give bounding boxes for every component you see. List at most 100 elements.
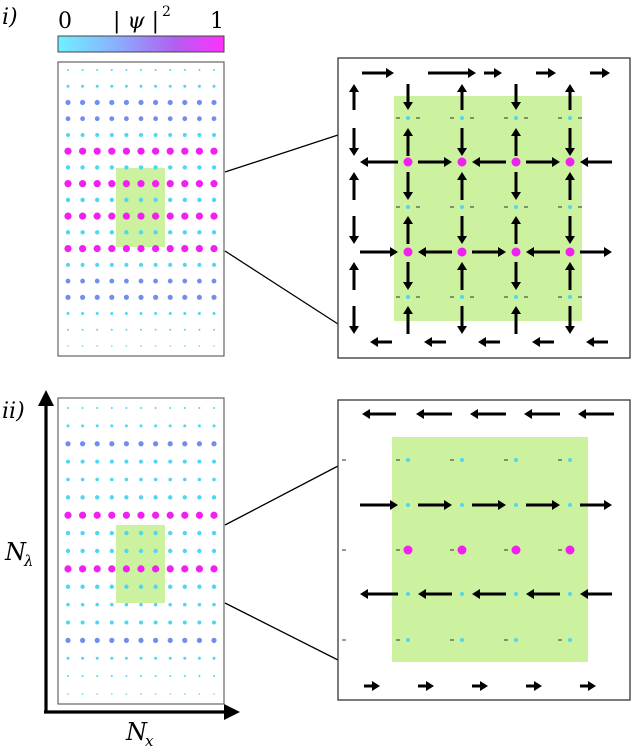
lattice-site bbox=[64, 244, 72, 253]
lattice-site bbox=[108, 565, 116, 573]
y-axis-label-subscript: λ bbox=[23, 552, 34, 570]
lattice-site bbox=[196, 294, 202, 300]
lattice-site bbox=[166, 180, 174, 188]
lattice-site bbox=[110, 328, 113, 331]
lattice-site bbox=[109, 530, 115, 536]
zoom-line-bottom-ii bbox=[224, 602, 339, 661]
colorbar-max-label: 1 bbox=[210, 9, 224, 34]
lattice-site bbox=[213, 328, 215, 331]
lattice-site bbox=[123, 637, 129, 643]
lattice-panel-i bbox=[57, 61, 225, 357]
current-arrowhead bbox=[457, 326, 467, 334]
lattice-site bbox=[80, 441, 86, 447]
lattice-site bbox=[110, 312, 114, 316]
lattice-site bbox=[94, 637, 100, 643]
lattice-site bbox=[139, 602, 143, 607]
current-arrowhead bbox=[524, 409, 532, 419]
lattice-site bbox=[64, 565, 72, 573]
current-arrowhead bbox=[444, 500, 452, 510]
lattice-site bbox=[137, 212, 145, 220]
zoom-site bbox=[406, 503, 410, 507]
zoom-site bbox=[460, 295, 464, 299]
current-arrowhead bbox=[403, 128, 413, 136]
zoom-site bbox=[514, 458, 518, 462]
lattice-site bbox=[108, 147, 116, 155]
lattice-site bbox=[94, 294, 100, 300]
lattice-site bbox=[81, 345, 84, 347]
zoom-site bbox=[565, 545, 575, 555]
lattice-site bbox=[80, 548, 85, 554]
lattice-site bbox=[195, 511, 203, 519]
highlight-region-i bbox=[116, 168, 165, 247]
lattice-dots-i bbox=[64, 69, 218, 347]
zoom-site bbox=[406, 638, 410, 642]
lattice-site bbox=[138, 99, 144, 106]
lattice-site bbox=[140, 328, 142, 331]
lattice-site bbox=[81, 675, 84, 678]
lattice-site bbox=[196, 637, 202, 643]
lattice-site bbox=[124, 530, 129, 536]
lattice-site bbox=[213, 69, 215, 71]
current-arrowhead bbox=[511, 216, 521, 224]
lattice-site bbox=[79, 565, 87, 573]
current-arrowhead bbox=[362, 409, 370, 419]
lattice-site bbox=[138, 116, 144, 122]
current-arrows-i bbox=[349, 68, 612, 347]
lattice-site bbox=[153, 132, 158, 137]
lattice-site bbox=[80, 262, 85, 267]
lattice-site bbox=[93, 212, 101, 220]
lattice-site bbox=[109, 99, 115, 106]
lattice-site bbox=[138, 197, 144, 203]
lattice-site bbox=[197, 278, 202, 284]
lattice-site bbox=[198, 407, 201, 409]
current-arrowhead bbox=[349, 84, 359, 92]
lattice-site bbox=[79, 212, 87, 220]
lattice-site bbox=[122, 212, 130, 220]
lattice-site bbox=[66, 656, 70, 660]
lattice-site bbox=[181, 180, 189, 188]
lattice-site bbox=[124, 84, 128, 88]
lattice-site bbox=[110, 675, 113, 678]
zoom-site bbox=[460, 458, 464, 462]
lattice-site bbox=[80, 165, 85, 170]
lattice-site bbox=[153, 495, 158, 500]
current-arrowhead bbox=[444, 157, 452, 167]
lattice-site bbox=[152, 147, 160, 155]
zoom-site bbox=[460, 205, 464, 209]
lattice-site bbox=[108, 212, 116, 220]
lattice-dots-ii bbox=[64, 407, 218, 695]
lattice-site bbox=[197, 459, 202, 464]
lattice-site bbox=[124, 116, 129, 122]
current-arrowhead bbox=[403, 306, 413, 314]
lattice-site bbox=[110, 602, 114, 607]
lattice-site bbox=[154, 345, 157, 347]
lattice-site bbox=[95, 495, 100, 500]
lattice-site bbox=[110, 424, 114, 428]
lattice-site bbox=[124, 312, 128, 316]
colorbar: 0 | ψ | 2 1 bbox=[57, 4, 225, 53]
lattice-site bbox=[81, 424, 85, 428]
lattice-site bbox=[65, 441, 71, 447]
lattice-site bbox=[197, 620, 202, 625]
lattice-site bbox=[167, 116, 173, 122]
lattice-site bbox=[123, 294, 129, 300]
current-arrowhead bbox=[526, 589, 534, 599]
lattice-site bbox=[124, 424, 128, 428]
lattice-site bbox=[124, 656, 128, 660]
current-arrowhead bbox=[457, 148, 467, 156]
lattice-site bbox=[181, 565, 189, 573]
lattice-site bbox=[154, 656, 158, 660]
lattice-site bbox=[195, 212, 203, 220]
current-arrowhead bbox=[403, 192, 413, 200]
lattice-site bbox=[138, 548, 144, 554]
lattice-site bbox=[154, 69, 157, 71]
current-arrowhead bbox=[349, 148, 359, 156]
lattice-site bbox=[122, 147, 130, 155]
lattice-site bbox=[212, 424, 216, 428]
lattice-site bbox=[167, 637, 173, 643]
lattice-site bbox=[152, 565, 160, 573]
lattice-site bbox=[140, 345, 142, 347]
lattice-site bbox=[64, 511, 72, 519]
lattice-site bbox=[124, 548, 129, 554]
lattice-site bbox=[184, 345, 186, 347]
